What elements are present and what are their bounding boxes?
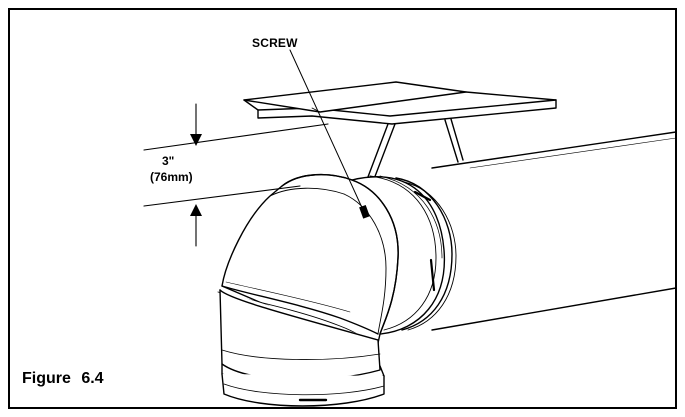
horizontal-pipe — [431, 131, 677, 331]
dimension-mm-label: (76mm) — [150, 170, 193, 184]
dimension-arrows — [190, 134, 202, 216]
screw-label: SCREW — [252, 36, 298, 50]
figure-caption: Figure 6.4 — [22, 370, 104, 387]
figure-border — [8, 8, 677, 409]
lower-pipe — [219, 289, 385, 407]
screw-callout — [289, 49, 370, 219]
elbow-body — [217, 173, 399, 353]
dimension-inches-label: 3" — [162, 154, 175, 168]
support-bracket — [243, 81, 557, 201]
